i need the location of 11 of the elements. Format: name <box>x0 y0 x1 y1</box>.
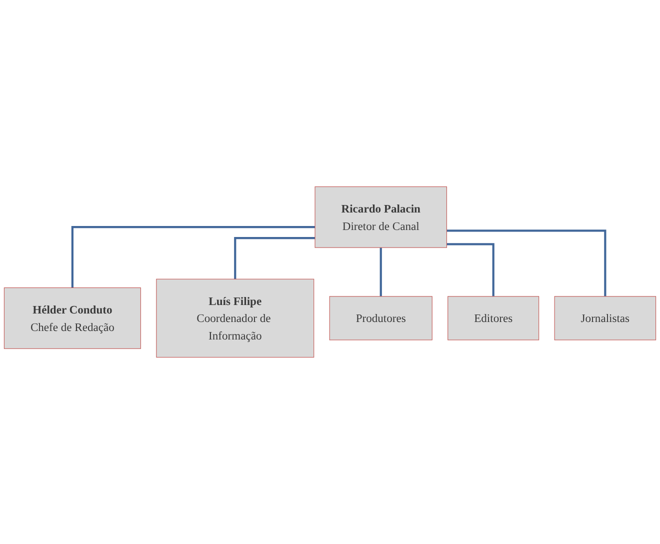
node-box: Jornalistas <box>554 296 656 340</box>
node-box: Hélder Conduto Chefe de Redação <box>4 287 141 349</box>
node-box: Editores <box>448 296 540 340</box>
node-box: Produtores <box>329 296 432 340</box>
connector <box>71 226 315 288</box>
connector <box>446 243 494 296</box>
node-box: Luís Filipe Coordenador de Informação <box>156 278 314 358</box>
connector <box>234 236 315 280</box>
connector <box>446 230 606 296</box>
node-box: Ricardo Palacin Diretor de Canal <box>314 186 447 248</box>
connector <box>380 246 382 296</box>
